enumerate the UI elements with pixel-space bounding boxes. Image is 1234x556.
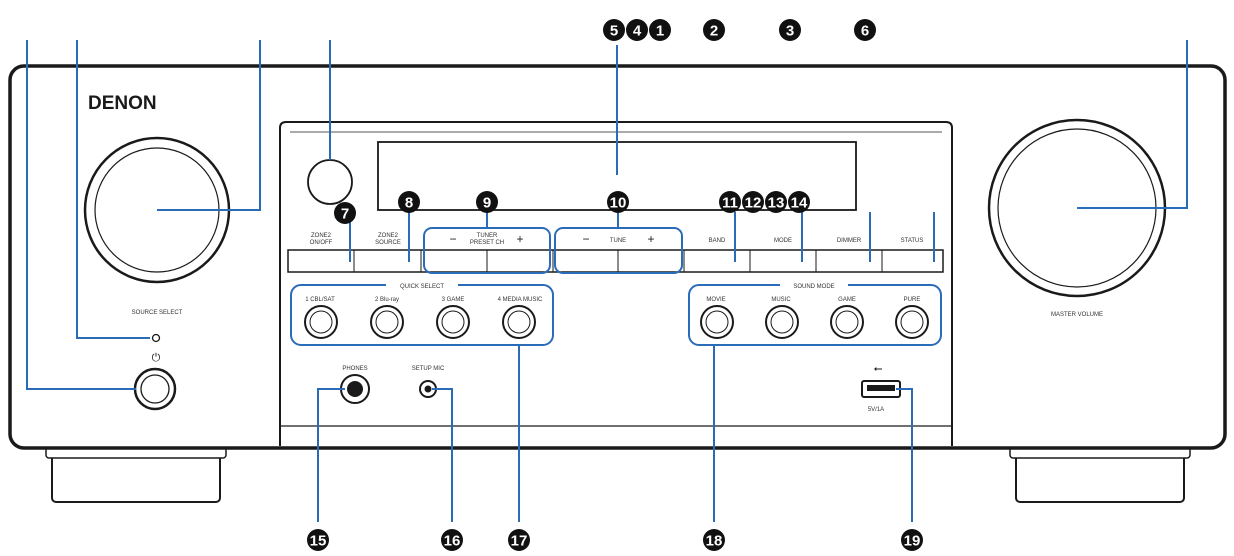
sound-mode-movie-label: MOVIE — [706, 297, 725, 303]
quick-select-3-label: 3 GAME — [442, 297, 465, 303]
callout-2: 2 — [703, 19, 725, 41]
callout-14: 14 — [788, 191, 810, 213]
brand-logo: DENON — [88, 93, 157, 114]
tune-label: TUNE — [610, 238, 626, 244]
quick-select-4-button-inner — [507, 310, 531, 334]
svg-text:2: 2 — [710, 23, 718, 40]
svg-text:11: 11 — [722, 195, 738, 212]
phones-label: PHONES — [342, 366, 367, 372]
callout-lines — [26, 40, 1188, 522]
callout-9: 9 — [476, 191, 498, 213]
mode-label: MODE — [774, 238, 792, 244]
svg-text:12: 12 — [745, 195, 762, 212]
quick-select-1-button-inner — [309, 310, 333, 334]
status-label: STATUS — [901, 238, 924, 244]
dimmer-label: DIMMER — [837, 238, 862, 244]
svg-text:6: 6 — [861, 23, 869, 40]
svg-text:4: 4 — [633, 23, 642, 40]
quick-select-1-label: 1 CBL/SAT — [305, 297, 335, 303]
callout-12: 12 — [742, 191, 764, 213]
svg-text:3: 3 — [786, 23, 794, 40]
right-foot — [1015, 451, 1185, 503]
callout-17: 17 — [508, 529, 530, 551]
callout-4: 4 — [626, 19, 648, 41]
callout-7: 7 — [334, 202, 356, 224]
usb-port-tongue — [867, 385, 895, 391]
phones-jack-hole — [347, 381, 363, 397]
sound-mode-pure-label: PURE — [904, 297, 921, 303]
svg-text:14: 14 — [791, 195, 808, 212]
callout-5: 5 — [603, 19, 625, 41]
quick-select-2-label: 2 Blu-ray — [375, 297, 399, 303]
quick-select-2-button-inner — [375, 310, 399, 334]
master-volume-label: MASTER VOLUME — [1051, 312, 1103, 318]
sound-mode-label: SOUND MODE — [793, 284, 834, 290]
power-button-inner — [140, 374, 170, 404]
svg-text:13: 13 — [768, 195, 785, 212]
svg-text:7: 7 — [341, 206, 349, 223]
sound-mode-music-label: MUSIC — [771, 297, 791, 303]
setup-mic-jack-hole — [424, 385, 432, 393]
setup-mic-label: SETUP MIC — [412, 366, 445, 372]
zone2-onoff-label-1: ZONE2 — [311, 233, 332, 239]
svg-text:8: 8 — [405, 195, 413, 212]
sound-mode-music-button-inner — [770, 310, 794, 334]
sound-mode-game-label: GAME — [838, 297, 856, 303]
callout-18: 18 — [703, 529, 725, 551]
tuner-label-2: PRESET CH — [470, 240, 504, 246]
quick-select-3-button-inner — [441, 310, 465, 334]
power-symbol-icon: ⏻ — [152, 352, 161, 364]
quick-select-label: QUICK SELECT — [400, 284, 444, 290]
tune-minus-label: − — [582, 232, 589, 246]
tuner-plus-label: + — [516, 232, 523, 246]
svg-text:17: 17 — [511, 533, 528, 550]
left-foot — [51, 451, 221, 503]
tuner-label-1: TUNER — [477, 233, 498, 239]
svg-text:19: 19 — [904, 533, 921, 550]
callout-16: 16 — [441, 529, 463, 551]
tune-plus-label: + — [647, 232, 654, 246]
sound-mode-title-bg — [780, 280, 848, 290]
sound-mode-movie-button-inner — [705, 310, 729, 334]
callout-15: 15 — [307, 529, 329, 551]
svg-text:18: 18 — [706, 533, 723, 550]
quick-select-4-label: 4 MEDIA MUSIC — [498, 297, 543, 303]
source-select-label: SOURCE SELECT — [132, 310, 183, 316]
callout-8: 8 — [398, 191, 420, 213]
svg-text:9: 9 — [483, 195, 491, 212]
svg-text:5: 5 — [610, 23, 618, 40]
zone2-source-label-1: ZONE2 — [378, 233, 399, 239]
band-label: BAND — [709, 238, 726, 244]
usb-rating-label: 5V/1A — [868, 407, 884, 413]
callout-6: 6 — [854, 19, 876, 41]
callout-1: 1 — [649, 19, 671, 41]
sound-mode-game-button-inner — [835, 310, 859, 334]
zone2-source-label-2: SOURCE — [375, 240, 401, 246]
tuner-minus-label: − — [449, 232, 456, 246]
svg-text:16: 16 — [444, 533, 461, 550]
zone2-onoff-label-2: ON/OFF — [310, 240, 333, 246]
sound-mode-pure-button-inner — [900, 310, 924, 334]
svg-text:10: 10 — [610, 195, 627, 212]
callout-10: 10 — [607, 191, 629, 213]
remote-sensor — [307, 159, 353, 205]
callout-11: 11 — [719, 191, 741, 213]
svg-text:15: 15 — [310, 533, 327, 550]
callout-3: 3 — [779, 19, 801, 41]
standby-indicator — [151, 333, 161, 343]
callout-13: 13 — [765, 191, 787, 213]
svg-text:1: 1 — [656, 23, 664, 40]
usb-icon: ⭠ — [874, 363, 883, 375]
callout-19: 19 — [901, 529, 923, 551]
quick-select-title-bg — [386, 280, 458, 290]
top-button-bar — [287, 249, 944, 273]
